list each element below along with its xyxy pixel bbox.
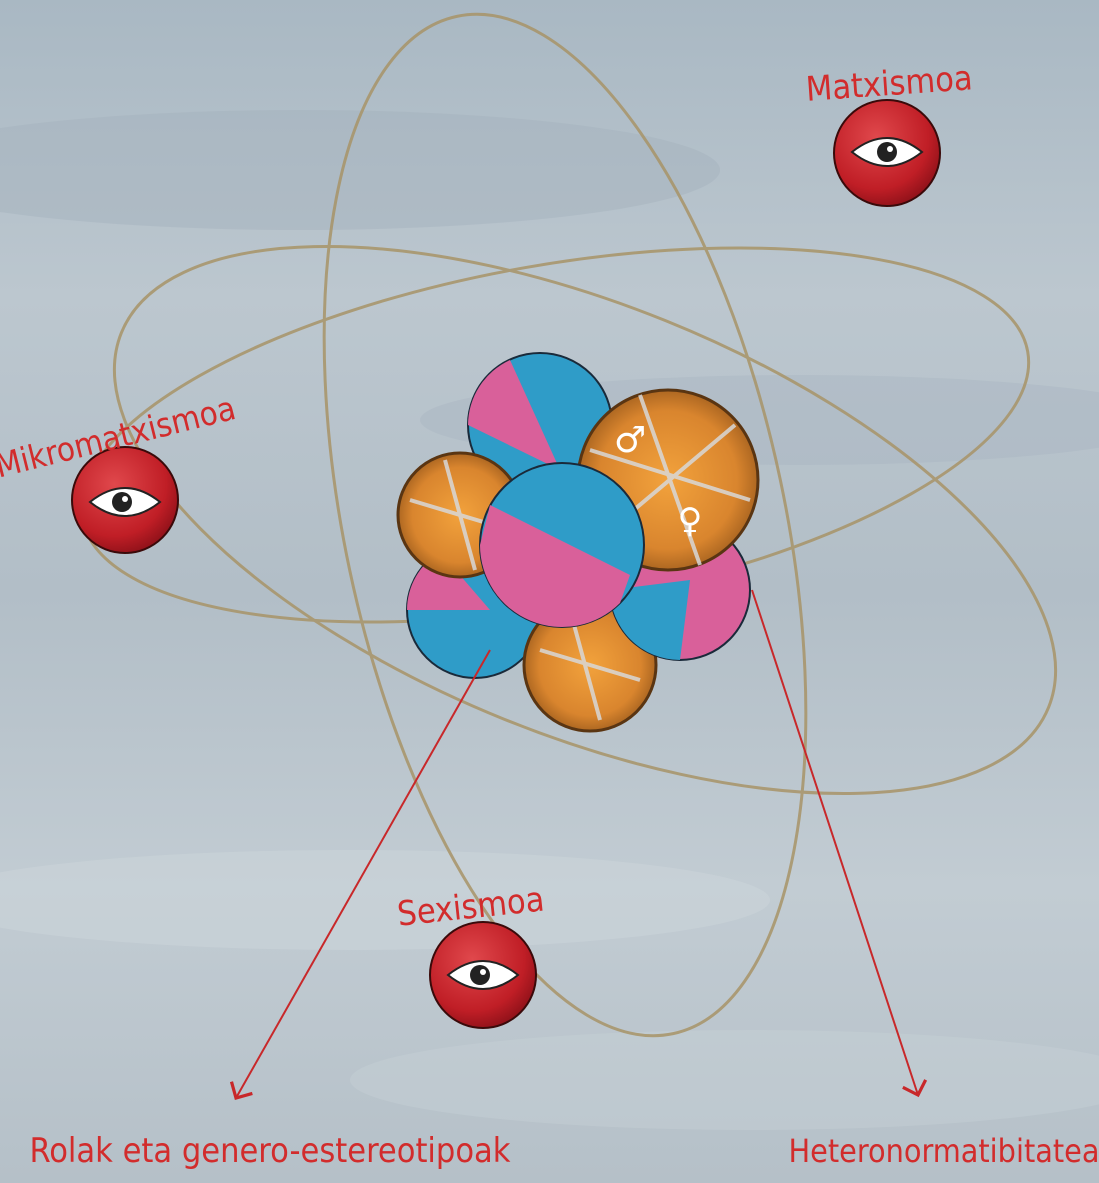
electron-top-right <box>834 100 940 206</box>
proton-front <box>480 463 644 627</box>
label-roles-stereotypes: Rolak eta genero-estereotipoak <box>29 1131 510 1171</box>
label-heteronormativity: Heteronormatibitatea <box>788 1132 1099 1170</box>
female-symbol-icon: ♀ <box>678 501 703 541</box>
electron-bottom <box>430 922 536 1028</box>
male-symbol-icon: ♂ <box>614 420 646 461</box>
